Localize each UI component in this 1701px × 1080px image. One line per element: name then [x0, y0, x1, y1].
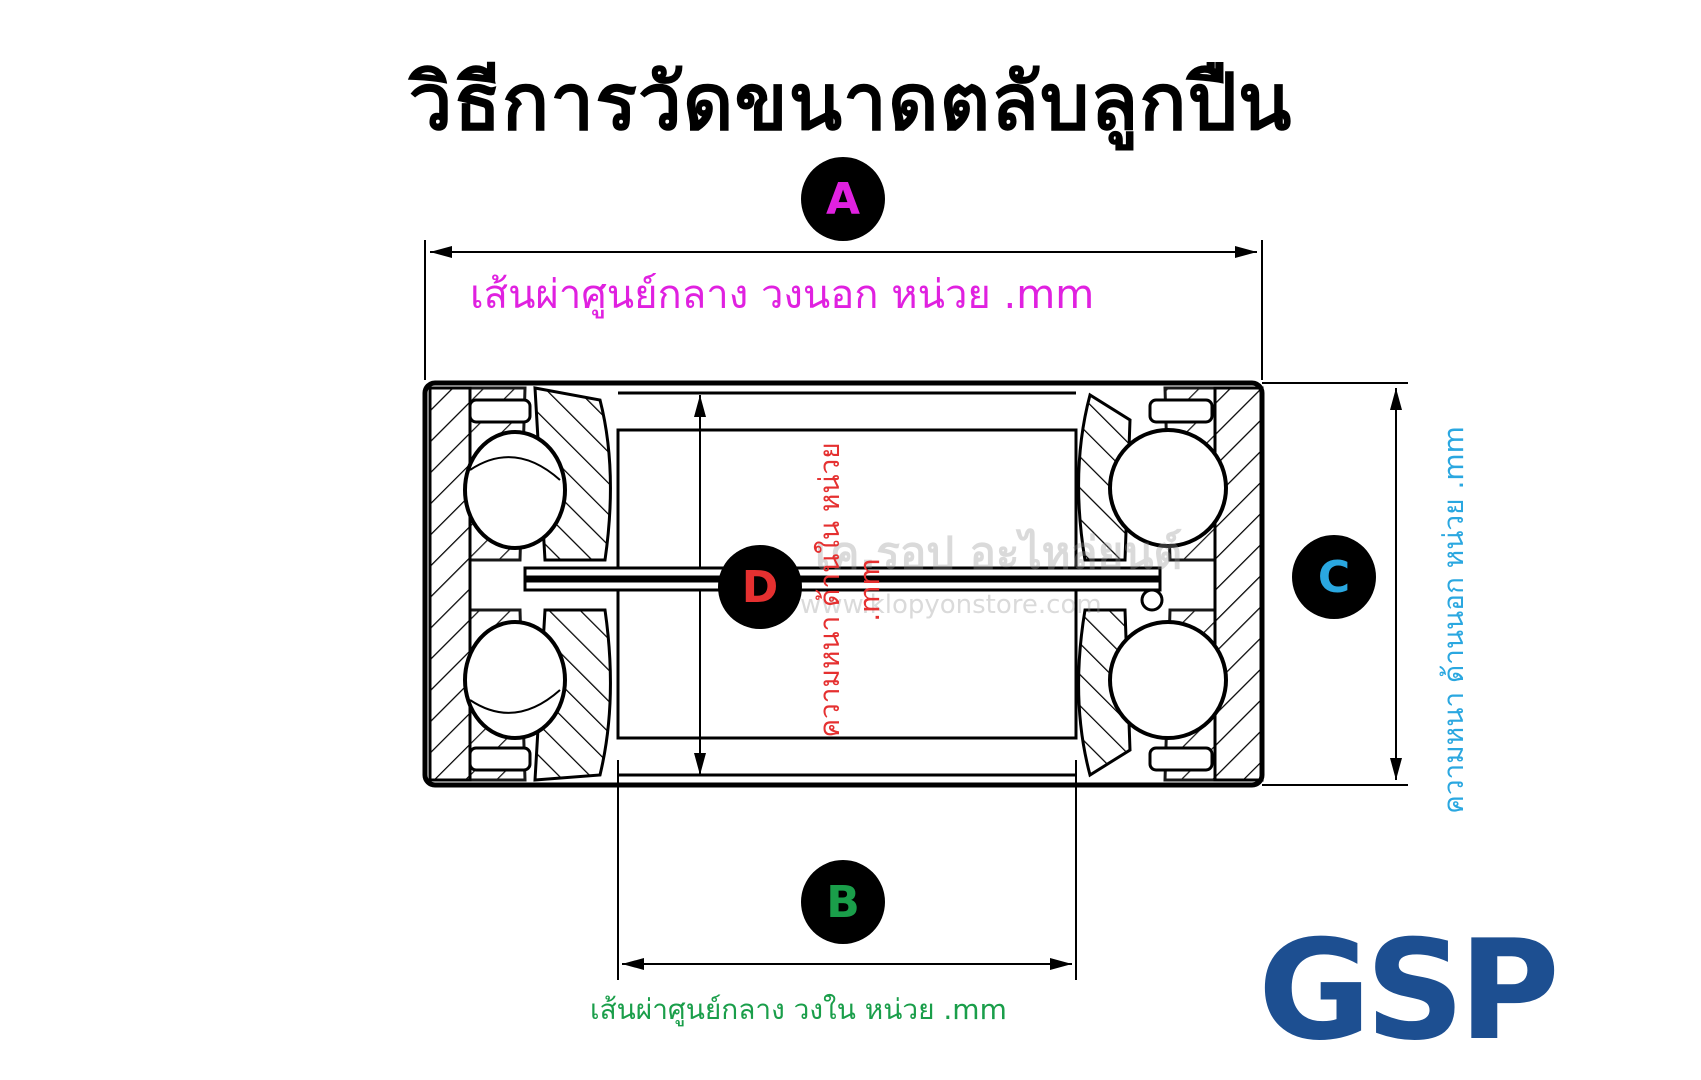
badge-d: D: [718, 545, 802, 629]
label-outer-width: ความหนา ด้านนอก หน่วย .mm: [1437, 426, 1470, 814]
badge-b: B: [801, 860, 885, 944]
badge-a: A: [801, 157, 885, 241]
label-outer-diameter: เส้นผ่าศูนย์กลาง วงนอก หน่วย .mm: [470, 272, 1095, 318]
dimension-b: [617, 760, 1077, 980]
left-balls: [463, 398, 567, 772]
page-title: วิธีการวัดขนาดตลับลูกปืน: [408, 58, 1293, 148]
dimension-c: [1262, 382, 1408, 786]
gsp-logo-mark: GSP: [1258, 910, 1561, 1071]
watermark-url: www.klopyonstore.com: [800, 590, 1102, 620]
gsp-logo-text: GSP: [1258, 930, 1555, 1050]
watermark-text: เค.รอป อะไหล่ยนต์: [815, 528, 1183, 579]
label-inner-width: ความหนา ด้านใน หน่วย .mm: [813, 442, 886, 738]
badge-c: C: [1292, 535, 1376, 619]
centre-spacer: [523, 566, 1162, 592]
right-balls: [1108, 398, 1228, 772]
label-inner-diameter: เส้นผ่าศูนย์กลาง วงใน หน่วย .mm: [590, 993, 1007, 1026]
dimension-a: [424, 240, 1263, 380]
gsp-logo: GSP: [1258, 910, 1648, 1071]
